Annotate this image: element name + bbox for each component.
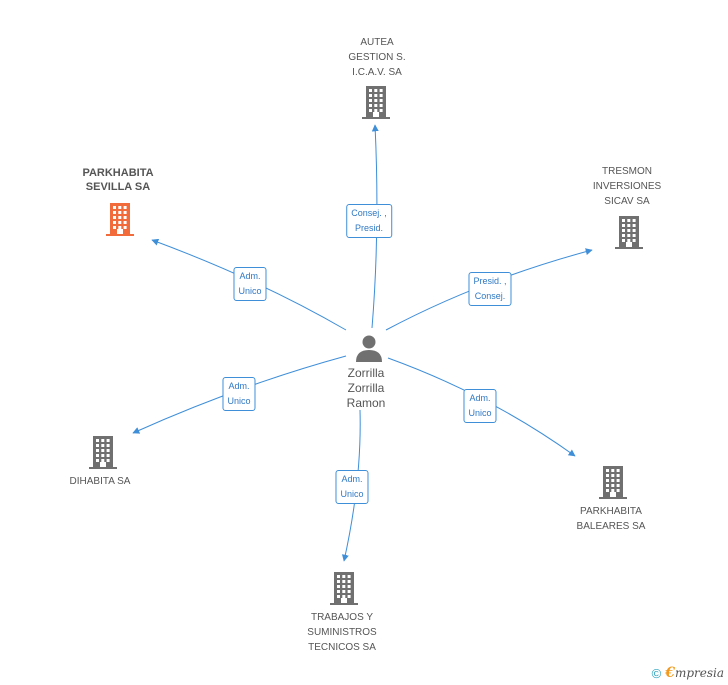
- copyright-icon: ©: [651, 665, 662, 681]
- node-label-trabajos[interactable]: TRABAJOS Y SUMINISTROS TECNICOS SA: [307, 612, 377, 653]
- building-icon-trabajos[interactable]: [329, 570, 359, 606]
- building-icon-tresmon[interactable]: [614, 214, 644, 250]
- building-icon-parkhabita-baleares[interactable]: [598, 464, 628, 500]
- footer-branding: © €mpresia: [652, 665, 724, 681]
- edge-label-tresmon: Presid. , Consej.: [468, 272, 512, 306]
- edge-label-dihabita: Adm. Unico: [222, 377, 256, 411]
- edge-label-parkhabita-baleares: Adm. Unico: [463, 389, 497, 423]
- edge-label-trabajos: Adm. Unico: [335, 470, 369, 504]
- node-label-parkhabita-baleares[interactable]: PARKHABITA BALEARES SA: [576, 506, 646, 532]
- building-icon-autea[interactable]: [361, 84, 391, 120]
- empresia-logo[interactable]: €mpresia: [665, 665, 724, 681]
- node-label-tresmon[interactable]: TRESMON INVERSIONES SICAV SA: [592, 166, 662, 207]
- node-label-parkhabita-sevilla[interactable]: PARKHABITA SEVILLA SA: [82, 167, 154, 193]
- edge-label-autea: Consej. , Presid.: [346, 204, 392, 238]
- node-label-dihabita[interactable]: DIHABITA SA: [69, 476, 131, 487]
- building-icon-dihabita[interactable]: [88, 434, 118, 470]
- node-label-autea[interactable]: AUTEA GESTION S. I.C.A.V. SA: [348, 37, 406, 78]
- building-icon-parkhabita-sevilla[interactable]: [105, 201, 135, 237]
- edge-label-parkhabita-sevilla: Adm. Unico: [233, 267, 267, 301]
- person-icon[interactable]: [354, 333, 384, 363]
- center-person-name[interactable]: Zorrilla Zorrilla Ramon: [346, 366, 386, 410]
